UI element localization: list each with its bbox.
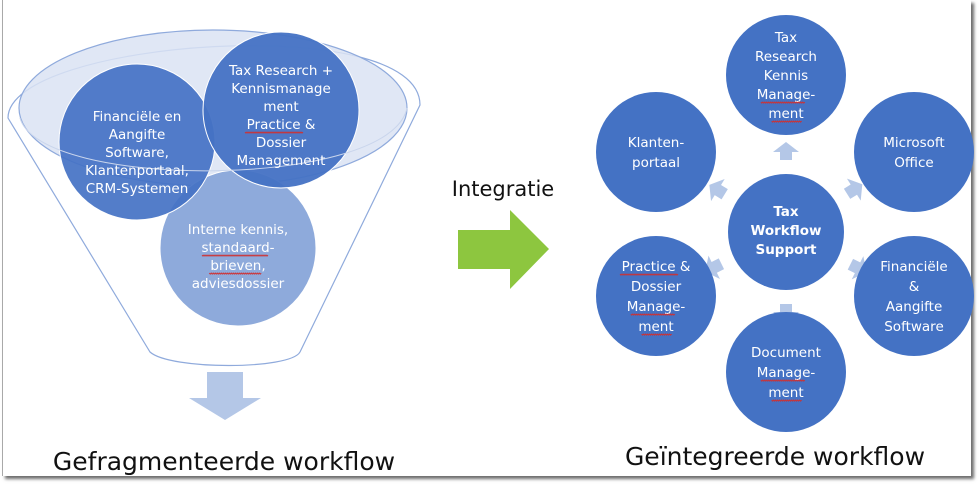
node-circle	[854, 236, 974, 356]
circle-label-line: Financiële	[880, 259, 947, 275]
circle-label-line: Research	[755, 49, 817, 65]
node-circle	[596, 92, 716, 212]
circle-label-line: Klanten-	[628, 135, 685, 151]
right-arrow-icon	[458, 210, 549, 289]
circle-label-line: Aangifte	[886, 299, 943, 315]
circle-label-line: Practice &	[622, 259, 691, 275]
circle-tax-research	[202, 31, 360, 189]
node-circle	[596, 236, 716, 356]
right-caption: Geïntegreerde workflow	[625, 442, 925, 471]
spellcheck-underline	[619, 273, 679, 276]
node-circle	[726, 312, 846, 432]
circle-label-line: Financiële en	[93, 109, 182, 125]
circle-label-line: Support	[755, 242, 817, 258]
circle-label-line: ment	[263, 99, 298, 115]
circle-label-line: ment	[768, 385, 803, 401]
circle-label-line: Kennis	[764, 68, 808, 84]
spellcheck-underline	[771, 399, 802, 402]
circle-label-line: Practice &	[247, 117, 316, 133]
circle-label-line: Microsoft	[883, 135, 944, 151]
connector-arrow-icon	[773, 142, 799, 160]
circle-label-line: ment	[638, 319, 673, 335]
spellcheck-underline	[641, 333, 672, 336]
circle-label-line: Software	[884, 319, 944, 335]
circle-label-line: Dossier	[631, 279, 682, 295]
spellcheck-underline	[208, 272, 262, 275]
hub-circle	[728, 174, 844, 290]
circle-label-line: Interne kennis,	[188, 222, 288, 238]
connector-arrow-icon	[843, 178, 863, 201]
circle-label-line: Software,	[105, 145, 169, 161]
circle-label-line: Workflow	[750, 223, 821, 239]
node-circle	[726, 15, 846, 135]
circle-label-line: Klantenportaal,	[85, 163, 189, 179]
circle-label-line: ment	[768, 106, 803, 122]
spellcheck-underline	[630, 313, 676, 316]
spellcheck-underline	[771, 120, 802, 123]
down-arrow-icon	[189, 372, 261, 420]
circle-label-line: Office	[894, 155, 933, 171]
spellcheck-underline	[244, 131, 304, 134]
circle-label-line: portaal	[632, 155, 680, 171]
circle-label-line: Document	[751, 345, 821, 361]
circle-label-line: Tax	[774, 30, 797, 46]
circle-label-line: Management	[237, 153, 326, 169]
circle-label-line: Manage-	[627, 299, 686, 315]
circle-label-line: Dossier	[256, 135, 307, 151]
integration-label: Integratie	[452, 177, 554, 201]
circle-label-line: Manage-	[757, 87, 816, 103]
left-caption: Gefragmenteerde workflow	[53, 447, 395, 476]
circle-label-line: Tax Research +	[228, 63, 333, 79]
spellcheck-underline	[760, 379, 806, 382]
circle-label-line: CRM-Systemen	[86, 181, 189, 197]
circle-label-line: &	[909, 279, 920, 295]
circle-label-line: Tax	[773, 204, 799, 220]
circle-label-line: Manage-	[757, 365, 816, 381]
circle-label-line: Aangifte	[109, 127, 166, 143]
circle-label-line: brieven,	[210, 258, 265, 274]
connector-arrow-icon	[709, 179, 728, 202]
funnel-rim-edge	[19, 107, 408, 172]
circle-shape	[202, 31, 360, 189]
node-circle	[854, 92, 974, 212]
spellcheck-underline	[760, 101, 806, 104]
circle-label-line: Kennismanage	[231, 81, 331, 97]
spellcheck-underline	[201, 254, 269, 257]
circle-label-line: standaard-	[201, 240, 274, 256]
node-klantenportaal: Klanten-portaal	[596, 92, 716, 212]
circle-label-line: adviesdossier	[192, 276, 285, 292]
